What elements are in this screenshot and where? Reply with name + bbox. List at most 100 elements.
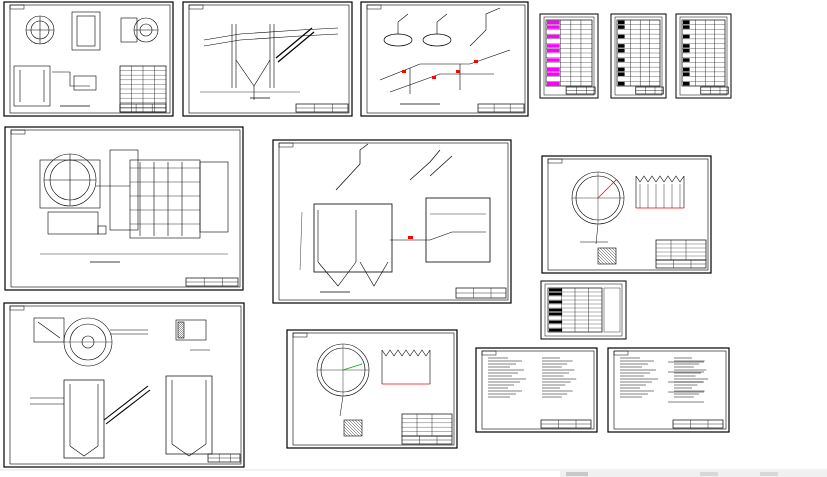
drawing-polyline — [436, 13, 448, 34]
drawing-rect — [360, 1, 529, 117]
sheet-9[interactable] — [541, 155, 712, 274]
drawing-rect — [97, 225, 107, 235]
drawing-rect — [9, 305, 25, 311]
table-cell-fill — [618, 48, 625, 53]
drawing-line — [177, 321, 185, 329]
sheet-13[interactable] — [475, 347, 598, 433]
drawing-polyline — [381, 349, 431, 357]
table-cell-fill — [683, 67, 690, 72]
drawing-line — [605, 247, 617, 259]
valve-marker — [432, 76, 436, 79]
drawing-rect — [607, 347, 730, 433]
drawing-rect — [199, 161, 229, 233]
drawing-line — [103, 385, 149, 421]
sheet-3[interactable] — [360, 1, 529, 117]
sheet-5[interactable] — [610, 13, 667, 99]
drawing-rect — [4, 126, 244, 291]
drawing-rect — [188, 4, 350, 114]
sheet-10[interactable] — [540, 280, 627, 340]
drawing-line — [345, 419, 363, 437]
valve-marker — [474, 60, 478, 63]
drawing-line — [177, 323, 185, 331]
drawing-rect — [286, 329, 458, 449]
sheet-14[interactable] — [607, 347, 730, 433]
drawing-polyline — [69, 445, 99, 457]
drawing-rect — [366, 4, 382, 10]
drawing-line — [177, 327, 185, 335]
drawing-rect — [109, 149, 139, 231]
drawing-rect — [544, 283, 623, 337]
drawing-rect — [63, 379, 105, 459]
sheet-11[interactable] — [3, 302, 245, 468]
drawing-rect — [481, 350, 497, 356]
table-cell-fill — [683, 72, 690, 76]
valve-marker — [402, 70, 406, 73]
sheet-6[interactable] — [675, 13, 732, 99]
table-cell-fill — [547, 72, 560, 76]
drawing-line — [343, 420, 360, 437]
drawing-rect — [541, 155, 712, 274]
drawing-line — [181, 321, 185, 325]
table-cell-fill — [683, 44, 690, 48]
drawing-line — [354, 419, 363, 428]
drawing-line — [179, 321, 185, 327]
drawing-line — [343, 426, 354, 437]
valve-marker — [456, 70, 460, 73]
table-cell-fill — [618, 34, 625, 39]
drawing-polyline — [359, 261, 389, 287]
drawing-rect — [481, 350, 595, 430]
table-cell-fill — [683, 20, 690, 25]
table-cell-fill — [549, 300, 563, 304]
drawing-line — [105, 389, 151, 425]
drawing-line — [595, 223, 599, 245]
drawing-polyline — [635, 175, 685, 183]
table-cell-fill — [618, 81, 625, 86]
drawing-rect — [613, 350, 629, 356]
table-cell-fill — [683, 48, 690, 53]
drawing-rect — [292, 332, 308, 338]
drawing-line — [177, 335, 181, 339]
drawing-rect — [679, 16, 728, 96]
drawing-polyline — [409, 149, 441, 181]
drawing-rect — [13, 65, 51, 107]
drawing-rect — [3, 1, 174, 117]
sheet-4[interactable] — [539, 13, 599, 99]
table-cell-fill — [547, 34, 560, 39]
horizontal-scrollbar-track[interactable] — [560, 471, 827, 477]
sheet-8[interactable] — [272, 139, 512, 304]
drawing-rect — [614, 16, 663, 96]
drawing-rect — [10, 129, 26, 135]
valve-marker — [408, 236, 413, 239]
sheet-12[interactable] — [286, 329, 458, 449]
horizontal-scrollbar-thumb[interactable] — [566, 472, 588, 476]
drawing-line — [348, 419, 363, 434]
sheet-2[interactable] — [182, 1, 353, 117]
sheet-1[interactable] — [3, 1, 174, 117]
drawing-polyline — [389, 73, 494, 93]
drawing-rect — [366, 4, 526, 114]
drawing-line — [342, 363, 363, 371]
drawing-rect — [182, 1, 353, 117]
table-cell-fill — [618, 67, 625, 72]
table-cell-fill — [547, 44, 560, 48]
table-cell-fill — [683, 25, 690, 29]
table-cell-fill — [547, 67, 560, 72]
drawing-rect — [47, 211, 99, 235]
drawing-rect — [9, 4, 171, 114]
scroll-button-left[interactable] — [700, 472, 718, 476]
scroll-button-right[interactable] — [760, 472, 778, 476]
drawing-polyline — [171, 443, 207, 457]
drawing-line — [597, 179, 617, 199]
drawing-line — [339, 395, 344, 417]
sheet-7[interactable] — [4, 126, 244, 291]
drawing-line — [602, 247, 617, 262]
drawing-rect — [543, 16, 595, 96]
drawing-rect — [547, 158, 563, 164]
table-cell-fill — [683, 81, 690, 86]
drawing-rect — [603, 287, 621, 333]
drawing-line — [343, 423, 357, 437]
drawing-rect — [613, 350, 727, 430]
table-cell-fill — [549, 328, 563, 332]
table-cell-fill — [549, 308, 563, 312]
